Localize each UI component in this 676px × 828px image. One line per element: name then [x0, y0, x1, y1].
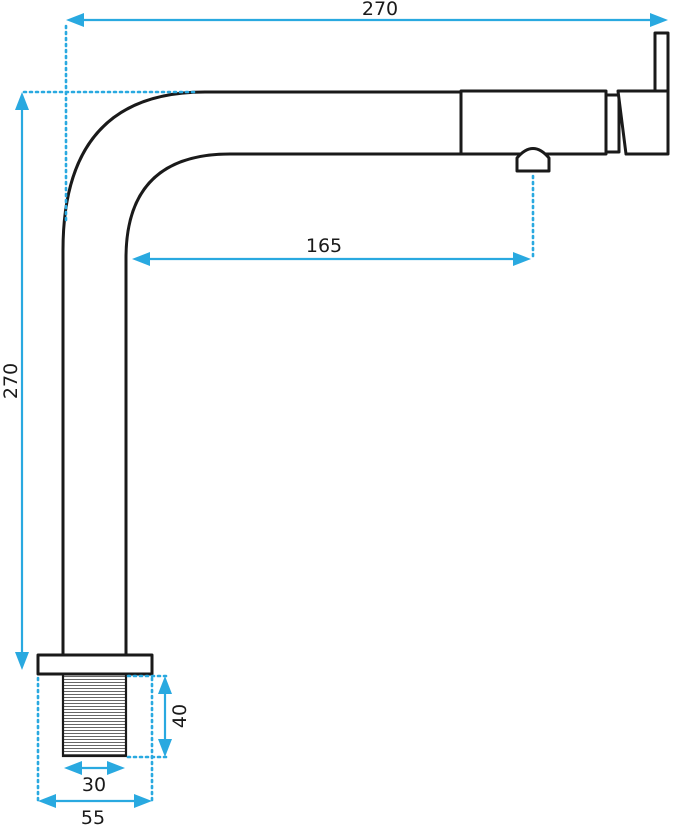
arrow-thread-up-icon — [158, 676, 172, 694]
dimension-thread-length: 40 — [126, 674, 191, 759]
arrow-base-left-icon — [38, 794, 56, 808]
base-diameter-label: 55 — [81, 807, 105, 828]
spout-outer-contour — [61, 90, 464, 657]
arrow-up-icon — [15, 92, 29, 110]
thread-length-label: 40 — [169, 704, 191, 728]
dimension-total-height: 270 — [0, 90, 200, 670]
arrow-reach-right-icon — [513, 252, 531, 266]
aerator-nozzle — [515, 147, 551, 173]
arrow-thread-down-icon — [158, 739, 172, 757]
handle-body — [616, 89, 670, 156]
faucet-outline — [36, 31, 670, 758]
arrow-right-icon — [650, 13, 668, 27]
arrow-thread-diameter-left-icon — [64, 761, 82, 775]
threaded-shank — [61, 672, 128, 758]
arrow-reach-left-icon — [132, 252, 150, 266]
lever-handle — [653, 31, 670, 93]
total-width-label: 270 — [362, 0, 398, 20]
arrow-base-right-icon — [134, 794, 152, 808]
spout-inner-contour — [124, 152, 464, 657]
dimension-spout-reach: 165 — [132, 174, 535, 266]
arrow-thread-diameter-right-icon — [107, 761, 125, 775]
arrow-down-icon — [15, 652, 29, 670]
spout-head — [459, 89, 608, 156]
dimension-base-diameter: 55 — [36, 676, 154, 828]
arrow-left-icon — [66, 13, 84, 27]
total-height-label: 270 — [0, 363, 22, 399]
base-flange — [36, 653, 154, 676]
connector-collar — [604, 93, 621, 154]
thread-diameter-label: 30 — [82, 774, 106, 796]
dimension-thread-diameter: 30 — [64, 761, 125, 796]
dimension-total-width: 270 — [64, 0, 668, 224]
spout-reach-label: 165 — [306, 235, 342, 257]
